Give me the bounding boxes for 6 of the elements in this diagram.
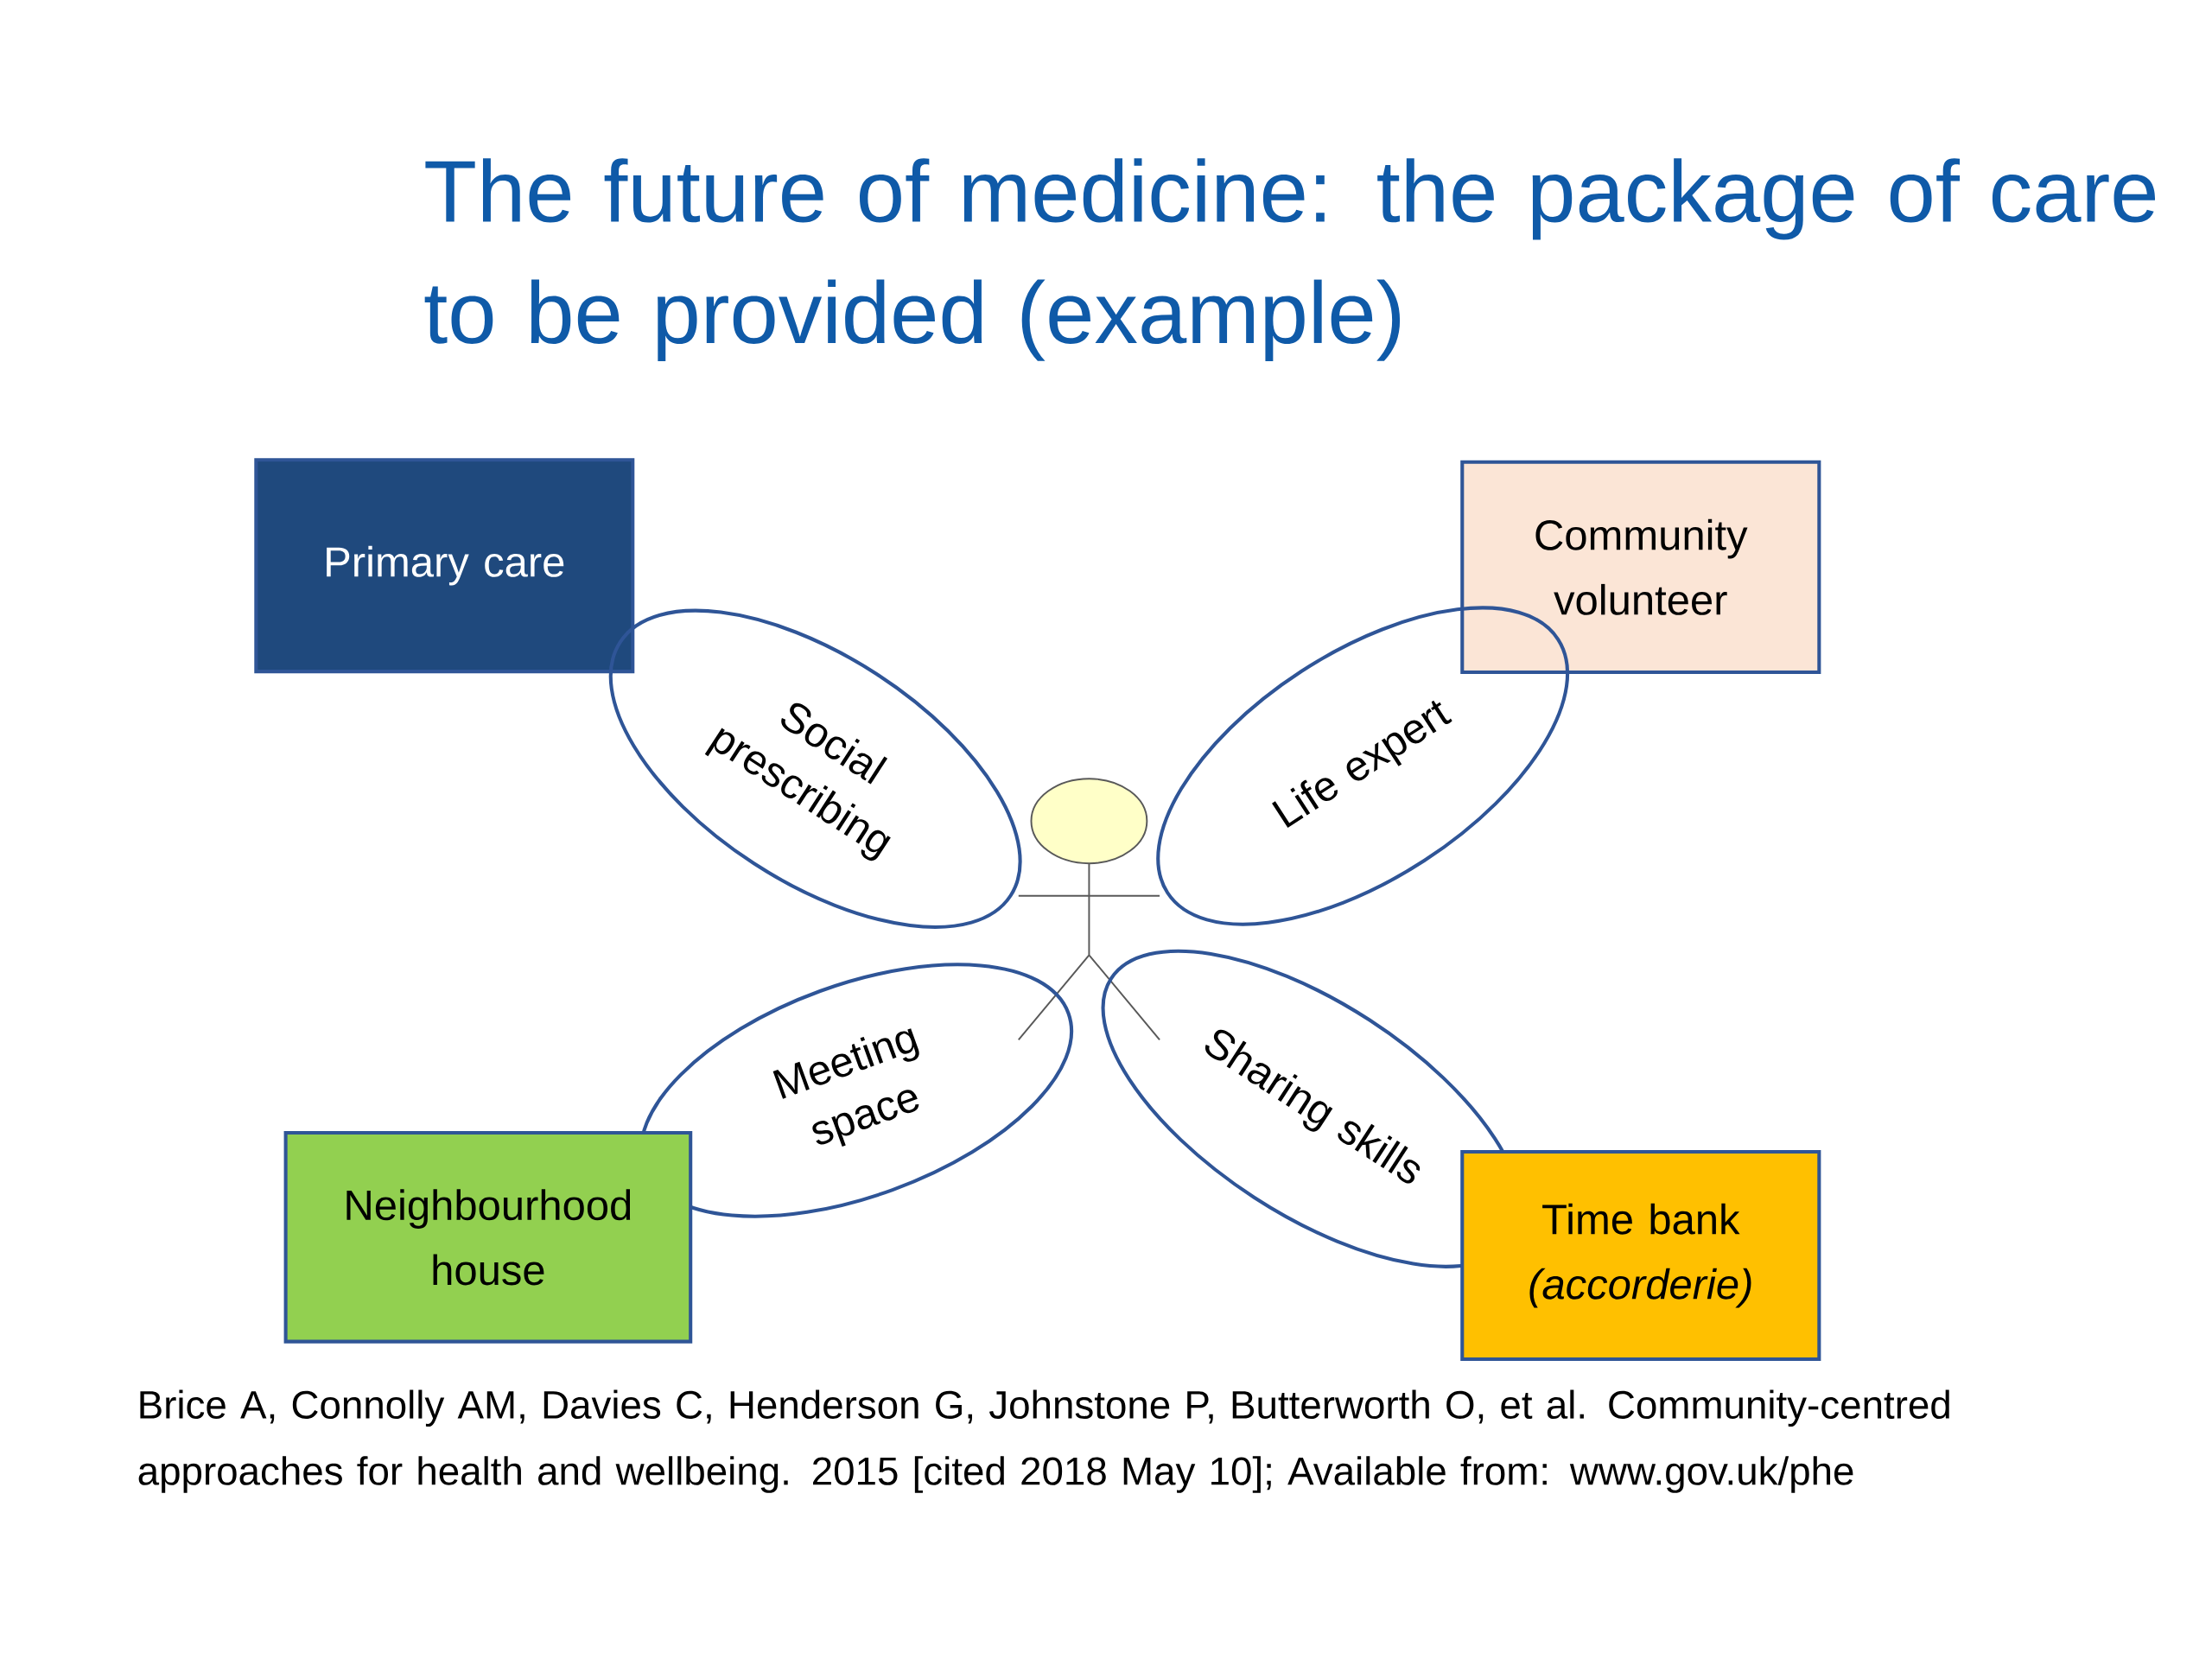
text-box: Time bank (accorderie)	[1460, 1150, 1821, 1362]
text-box: Primary care	[254, 458, 635, 674]
citation: Brice A, Connolly AM, Davies C, Henderson G, Johnstone P, Butterworth O, et al. Community-centred approaches for health and wellbeing. 2015 [cited 2018 May 10]; Available from: www.gov.uk/phe	[138, 1389, 1949, 1493]
text-box: Neighbourhood house	[283, 1131, 693, 1344]
text-box: Community volunteer	[1460, 460, 1821, 674]
title: The future of medicine: the package of care to be provided (example)	[424, 158, 2156, 361]
